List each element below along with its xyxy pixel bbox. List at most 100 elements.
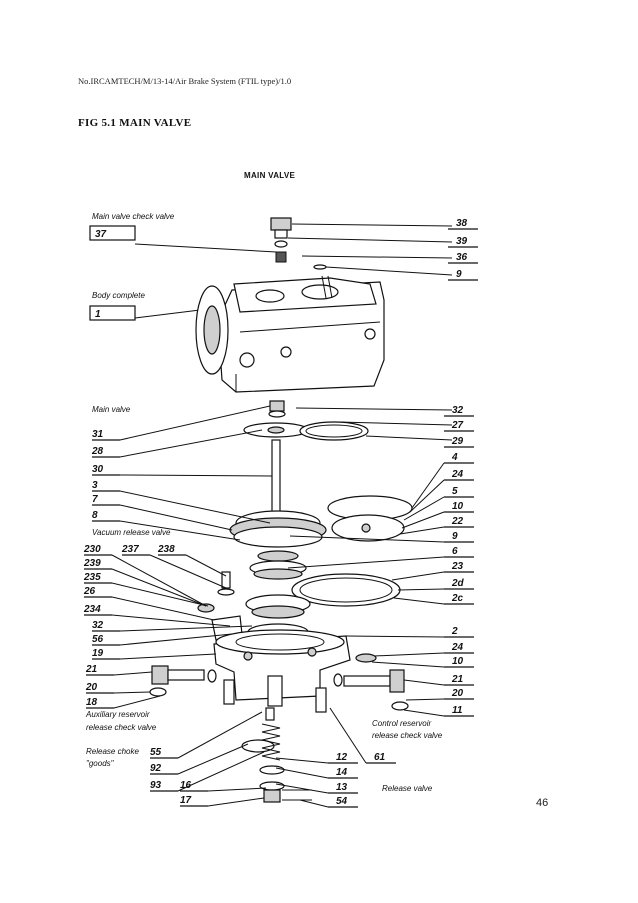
callout-right-24: 24 [451, 642, 464, 653]
callout-leader [111, 582, 209, 607]
callout-right-54: 54 [336, 796, 348, 807]
callout-leader [111, 554, 207, 607]
callout-left-237: 237 [121, 544, 139, 555]
callout-leader [275, 767, 329, 779]
callout-right-21: 21 [451, 674, 464, 685]
callout-leader [119, 429, 263, 458]
callout-leader [405, 698, 445, 701]
callout-right-2d: 2d [451, 578, 465, 589]
document-reference: No.IRCAMTECH/M/13-14/Air Brake System (F… [78, 76, 292, 86]
callout-right-29: 29 [451, 436, 464, 447]
callout-leader [409, 479, 445, 513]
callout-right-23: 23 [451, 561, 464, 572]
callout-left-31: 31 [92, 429, 104, 440]
callout-leader [119, 490, 271, 524]
callout-right-4: 4 [451, 452, 458, 463]
callout-right-39: 39 [456, 236, 468, 247]
callout-right-61: 61 [374, 752, 386, 763]
control-reservoir-check-valve [315, 653, 409, 713]
callout-right-2c: 2c [451, 593, 464, 604]
callout-leader [207, 787, 267, 792]
callout-left-56: 56 [92, 634, 104, 645]
callout-leader [185, 554, 227, 577]
label-control-reservoir-2: release check valve [372, 731, 443, 740]
label-aux-reservoir-1: Auxiliary reservoir [85, 710, 150, 719]
callout-left-230: 230 [83, 544, 101, 555]
callout-leader [393, 597, 445, 605]
callout-left-239: 239 [83, 558, 101, 569]
callout-leader [111, 596, 215, 621]
callout-leader [397, 588, 445, 591]
callout-leader [113, 671, 153, 676]
callout-leader [177, 751, 265, 792]
callout-left-235: 235 [83, 572, 101, 583]
callout-leader [113, 695, 161, 709]
callout-right-38: 38 [456, 218, 468, 229]
label-vacuum-release: Vacuum release valve [92, 528, 171, 537]
callout-left-26: 26 [83, 586, 96, 597]
callout-leader [207, 797, 265, 807]
callout-leader [119, 520, 241, 541]
callout-left-21: 21 [85, 664, 98, 675]
callout-leader [391, 571, 445, 581]
check-valve-parts [270, 217, 453, 276]
callout-right-9: 9 [452, 531, 458, 542]
callout-leader [119, 474, 273, 477]
callout-right-13: 13 [336, 782, 348, 793]
callout-right-9: 9 [456, 269, 462, 280]
box-body [89, 305, 136, 321]
callout-right-10: 10 [452, 656, 464, 667]
callout-leader [149, 554, 227, 589]
callout-leader [275, 783, 329, 794]
leader-1 [134, 309, 201, 319]
valve-body-casting [195, 275, 385, 393]
callout-left-234: 234 [83, 604, 101, 615]
callout-leader [177, 711, 263, 759]
callout-leader [299, 799, 329, 808]
piston-stack [229, 510, 327, 641]
callout-leader [371, 661, 445, 668]
callout-right-5: 5 [452, 486, 458, 497]
callout-left-20: 20 [85, 682, 98, 693]
label-main-valve: Main valve [92, 405, 131, 414]
callout-leader [119, 625, 253, 632]
callout-leader [119, 653, 217, 660]
callout-leader [119, 504, 233, 531]
callout-leader [411, 462, 445, 509]
callout-right-10: 10 [452, 501, 464, 512]
boxed-number-1: 1 [95, 309, 101, 320]
lower-housing [213, 629, 351, 707]
callout-leader [111, 614, 231, 627]
callout-leader [399, 526, 445, 535]
label-body: Body complete [92, 291, 145, 300]
callout-leader [403, 709, 445, 717]
callout-leader [289, 535, 445, 543]
callout-right-27: 27 [451, 420, 464, 431]
callout-leader [119, 405, 271, 441]
label-release-choke-1: Release choke [86, 747, 139, 756]
label-control-reservoir-1: Control reservoir [372, 719, 431, 728]
callout-right-12: 12 [336, 752, 348, 763]
callout-left-55: 55 [150, 747, 162, 758]
callout-right-14: 14 [336, 767, 348, 778]
callout-left-7: 7 [92, 494, 98, 505]
callout-right-20: 20 [451, 688, 464, 699]
label-check-valve: Main valve check valve [92, 212, 175, 221]
figure-title: FIG 5.1 MAIN VALVE [78, 117, 192, 129]
callout-leader [177, 743, 249, 775]
vacuum-release-parts [197, 571, 243, 641]
callout-right-36: 36 [456, 252, 468, 263]
label-release-valve: Release valve [382, 784, 433, 793]
callout-right-24: 24 [451, 469, 464, 480]
callout-right-32: 32 [452, 405, 464, 416]
callout-leader [329, 707, 367, 764]
main-valve-stem-assembly [243, 400, 453, 513]
diagram-title: MAIN VALVE [244, 171, 296, 180]
callout-left-28: 28 [91, 446, 104, 457]
callout-left-19: 19 [92, 648, 104, 659]
callout-left-18: 18 [86, 697, 98, 708]
label-release-choke-2: "goods" [86, 759, 115, 768]
callout-leader [401, 511, 445, 529]
boxed-number-37: 37 [95, 229, 107, 240]
